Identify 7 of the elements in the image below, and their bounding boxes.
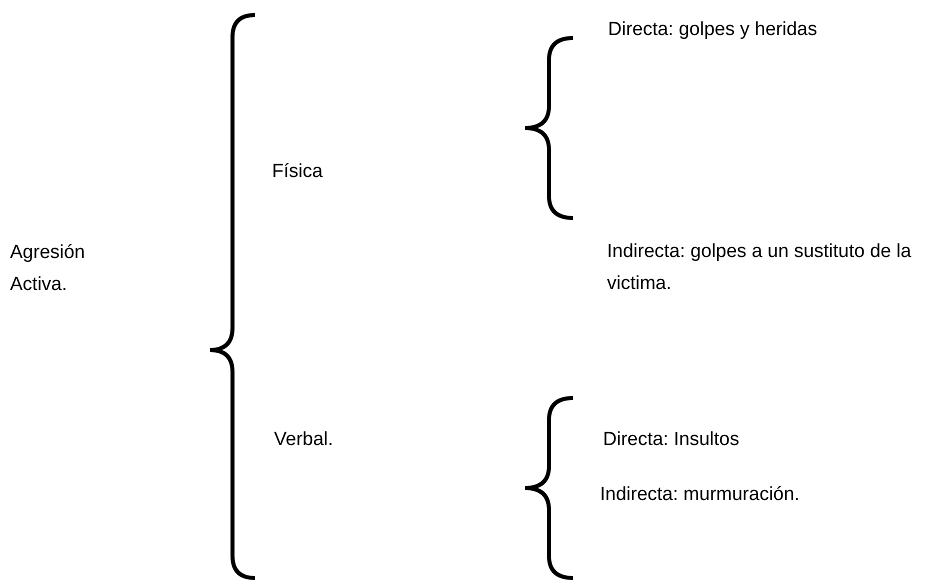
category-label: Directa: golpes y heridas: [608, 18, 818, 42]
category-label: Física: [272, 160, 323, 184]
category-label: Indirecta: murmuración.: [600, 483, 800, 507]
category-label: Indirecta: golpes a un sustituto de la victima.: [607, 240, 912, 296]
category-label: Verbal.: [274, 428, 334, 452]
category-label: Directa: Insultos: [603, 428, 740, 452]
category-label: Agresión Activa.: [10, 241, 86, 297]
